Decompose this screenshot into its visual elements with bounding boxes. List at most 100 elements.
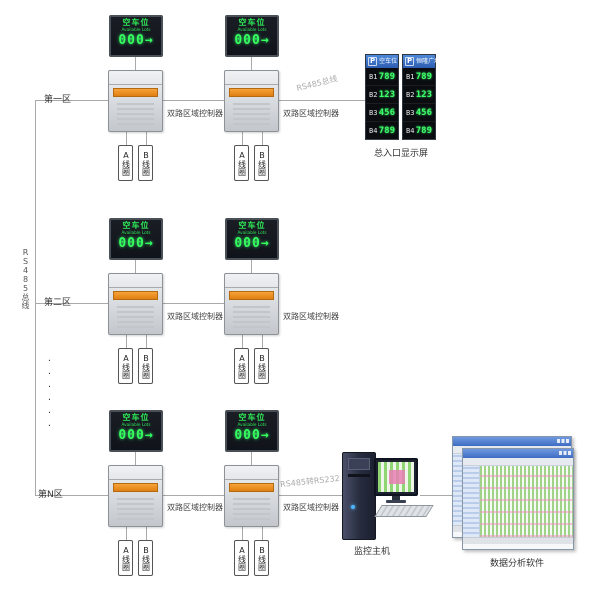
tower-power-led (351, 505, 355, 509)
sign-subtitle: Available Lots (237, 230, 267, 235)
connector-line (420, 495, 457, 496)
connector-line (163, 100, 225, 101)
coil-b: B线圈 (138, 348, 153, 384)
level-count: 789 (415, 125, 432, 136)
controller-label: 双路区域控制器 (283, 109, 339, 118)
coil-b-label: B线圈 (257, 150, 267, 176)
connector-line (35, 303, 109, 304)
coil-a: A线圈 (118, 348, 133, 384)
connector-line (262, 132, 263, 145)
connector-line (146, 132, 147, 145)
coil-a: A线圈 (234, 348, 249, 384)
host-label: 监控主机 (354, 547, 391, 557)
connector-line (251, 57, 252, 70)
sign-subtitle: Available Lots (121, 230, 151, 235)
coil-a-label: A线圈 (237, 353, 247, 379)
monitor-screen (378, 462, 414, 492)
level-count: 789 (415, 71, 432, 82)
controller-label: 双路区域控制器 (167, 503, 223, 512)
controller-vents (233, 498, 270, 520)
controller-lid (225, 71, 278, 85)
coil-a: A线圈 (234, 540, 249, 576)
connector-line (163, 303, 225, 304)
connector-line (126, 527, 127, 540)
sign-subtitle: Available Lots (121, 422, 151, 427)
controller-indicator-strip (113, 483, 158, 492)
coil-b-label: B线圈 (257, 545, 267, 571)
panel-header: P 恒隆广场 (403, 55, 440, 68)
monitor (374, 458, 418, 496)
level-label: B2 (369, 90, 378, 99)
connector-line (242, 132, 243, 145)
coil-b: B线圈 (138, 145, 153, 181)
window-control-icons (557, 439, 569, 443)
available-lots-sign: 空车位 Available Lots 000→ (109, 218, 163, 260)
rs485-rs232-note: RS485转RS232 (279, 473, 341, 490)
level-count: 123 (378, 89, 395, 100)
available-lots-sign: 空车位 Available Lots 000→ (225, 15, 279, 57)
rs485-bus-label: RS485总线 (21, 248, 30, 309)
coil-b-label: B线圈 (141, 150, 151, 176)
level-count: 456 (378, 107, 395, 118)
sign-title: 空车位 (238, 221, 266, 230)
tower-drive-bay (348, 458, 370, 470)
level-count: 789 (378, 71, 395, 82)
connector-line (126, 335, 127, 348)
controller-vents (117, 306, 154, 328)
rs485-wire-note: RS485总线 (295, 74, 339, 93)
level-label: B4 (369, 126, 378, 135)
window-status-bar (463, 537, 573, 544)
panel-header: P 空车位 (366, 55, 398, 68)
controller-lid (225, 274, 278, 288)
panel-header-text: 空车位 (379, 57, 398, 65)
coil-b: B线圈 (254, 540, 269, 576)
zone-n-label: 第N区 (38, 490, 63, 500)
zone-controller (224, 273, 279, 335)
controller-vents (117, 103, 154, 125)
controller-vents (233, 306, 270, 328)
sign-title: 空车位 (122, 413, 150, 422)
window-sidebar (463, 466, 480, 537)
window-toolbar (463, 458, 573, 466)
controller-label: 双路区域控制器 (167, 109, 223, 118)
level-label: B3 (406, 108, 415, 117)
zone-controller (108, 70, 163, 132)
window-control-icons (559, 451, 571, 455)
connector-line (146, 527, 147, 540)
sign-led-count: 000→ (234, 235, 270, 251)
zone-controller (224, 465, 279, 527)
coil-a: A线圈 (118, 540, 133, 576)
panel-header-text: 恒隆广场 (416, 57, 441, 65)
parking-map-view (480, 466, 573, 537)
coil-a-label: A线圈 (121, 545, 131, 571)
coil-a: A线圈 (118, 145, 133, 181)
connector-line (279, 100, 365, 101)
coil-a-label: A线圈 (121, 353, 131, 379)
connector-line (126, 132, 127, 145)
sign-led-count: 000→ (234, 427, 270, 443)
rs485-bus-line (35, 100, 36, 495)
controller-lid (109, 466, 162, 480)
available-lots-sign: 空车位 Available Lots 000→ (109, 410, 163, 452)
window-body (463, 466, 573, 537)
computer-tower (342, 452, 376, 540)
level-count: 123 (415, 89, 432, 100)
monitor-screen-highlight (388, 470, 405, 485)
connector-line (135, 57, 136, 70)
monitor-stand (392, 496, 400, 501)
connector-line (242, 335, 243, 348)
controller-indicator-strip (113, 88, 158, 97)
zone-1-label: 第一区 (44, 95, 72, 105)
zone-controller (224, 70, 279, 132)
available-lots-sign: 空车位 Available Lots 000→ (225, 410, 279, 452)
controller-label: 双路区域控制器 (167, 312, 223, 321)
coil-b: B线圈 (254, 348, 269, 384)
coil-a-label: A线圈 (237, 545, 247, 571)
sign-led-count: 000→ (234, 32, 270, 48)
